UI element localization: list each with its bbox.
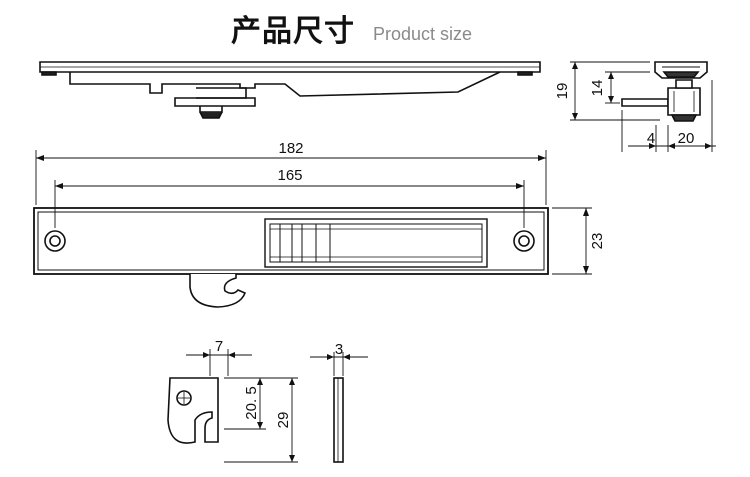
hook-thickness-view [333,377,344,463]
dim-hook-thickness: 3 [335,341,343,358]
title-english: Product size [373,24,473,44]
dim-body-height: 23 [589,233,606,250]
lock-side-view [621,61,708,122]
dim-side-height: 19 [554,83,571,100]
dim-hole-spacing: 165 [277,167,302,184]
dim-hook-height: 29 [275,412,292,429]
dim-hook-inner-height: 20. 5 [243,386,260,419]
dim-overall-length: 182 [278,140,303,157]
dim-hook-width: 7 [215,338,223,355]
title-chinese: 产品尺寸 [231,14,355,49]
hook-detail [167,377,219,444]
lock-top-view [39,61,541,119]
dim-side-depth: 20 [678,130,695,147]
dim-side-upper: 14 [589,80,606,97]
lock-front-view [33,207,549,308]
dim-side-offset: 4 [647,130,655,147]
